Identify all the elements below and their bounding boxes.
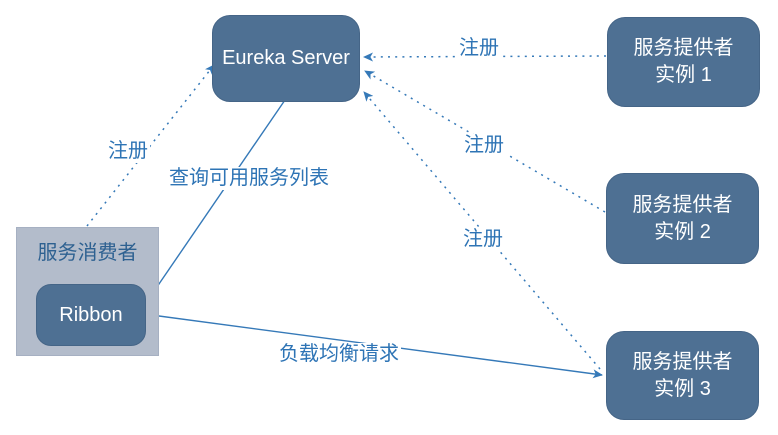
edge-label-register-provider2: 注册 — [462, 134, 506, 157]
node-provider-instance-2: 服务提供者 实例 2 — [606, 173, 759, 264]
edge-label-register-provider3: 注册 — [461, 228, 505, 251]
group-service-consumer: 服务消费者 Ribbon — [16, 227, 159, 356]
eureka-server-label: Eureka Server — [222, 47, 350, 69]
node-eureka-server: Eureka Server — [212, 15, 360, 102]
provider-1-label-line1: 服务提供者 — [633, 37, 734, 59]
provider-3-label-line2: 实例 3 — [654, 377, 711, 400]
node-provider-instance-1: 服务提供者 实例 1 — [607, 17, 760, 107]
edge-label-register-consumer: 注册 — [106, 140, 150, 163]
edge-label-register-provider1: 注册 — [457, 37, 501, 60]
node-ribbon: Ribbon — [36, 284, 146, 346]
edge-query-services — [147, 99, 286, 301]
edge-label-load-balance: 负载均衡请求 — [277, 343, 401, 366]
node-provider-instance-3: 服务提供者 实例 3 — [606, 331, 759, 420]
edge-register-consumer — [86, 64, 215, 227]
edge-label-query-services: 查询可用服务列表 — [167, 167, 331, 190]
provider-2-label-line1: 服务提供者 — [632, 193, 733, 216]
provider-1-label-line2: 实例 1 — [655, 64, 712, 86]
edge-register-provider1 — [363, 52, 607, 62]
ribbon-label: Ribbon — [59, 303, 123, 326]
edge-register-provider2 — [364, 70, 606, 213]
service-consumer-title: 服务消费者 — [37, 242, 138, 264]
provider-3-label-line1: 服务提供者 — [632, 350, 733, 373]
provider-2-label-line2: 实例 2 — [654, 220, 711, 243]
